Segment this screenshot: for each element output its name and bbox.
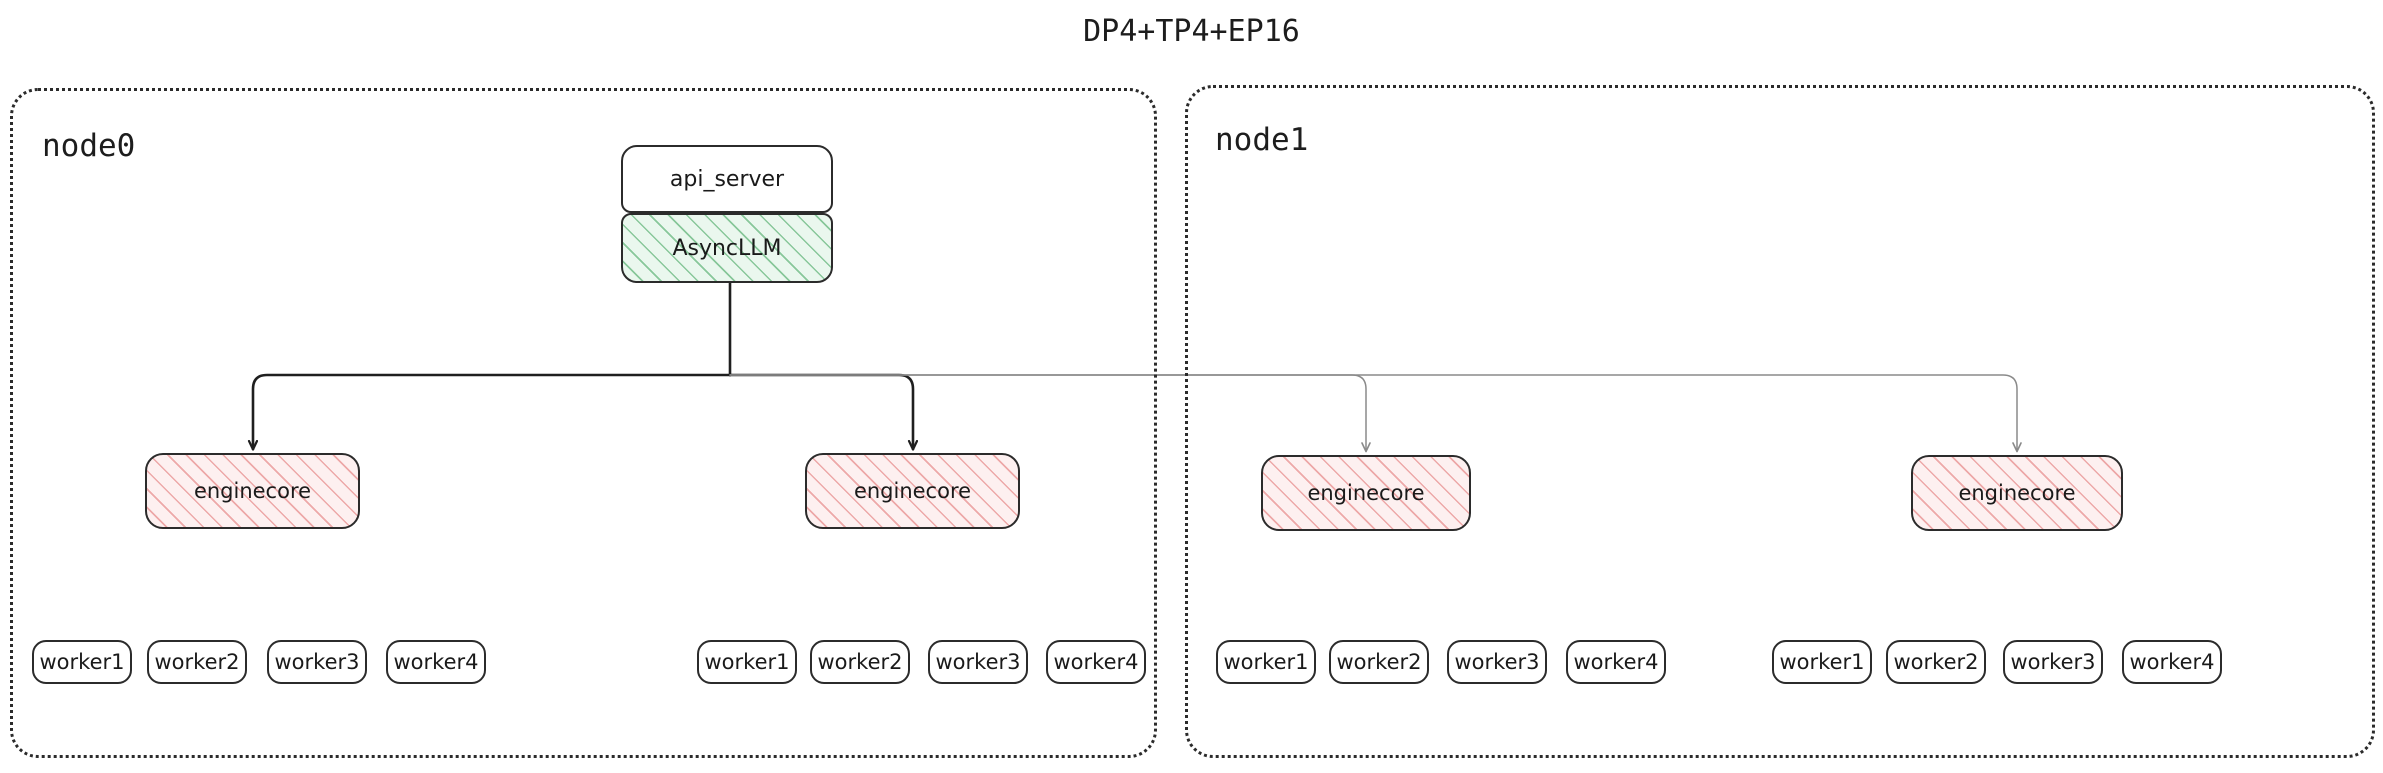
worker-box-node1-1-4[interactable]: worker4 xyxy=(2122,640,2222,684)
worker-box-node0-1-4[interactable]: worker4 xyxy=(1046,640,1146,684)
enginecore-box-node1-engine1[interactable]: enginecore xyxy=(1911,455,2123,531)
worker-box-node0-0-2[interactable]: worker2 xyxy=(147,640,247,684)
worker-box-node1-0-2[interactable]: worker2 xyxy=(1329,640,1429,684)
worker-box-node1-1-1[interactable]: worker1 xyxy=(1772,640,1872,684)
worker-box-node0-0-1[interactable]: worker1 xyxy=(32,640,132,684)
enginecore-box-node1-engine0[interactable]: enginecore xyxy=(1261,455,1471,531)
worker-box-node1-0-4[interactable]: worker4 xyxy=(1566,640,1666,684)
worker-box-node0-0-3[interactable]: worker3 xyxy=(267,640,367,684)
worker-box-node0-1-2[interactable]: worker2 xyxy=(810,640,910,684)
service-box-api_server[interactable]: api_server xyxy=(621,145,833,213)
node-container-node1 xyxy=(1185,85,2375,758)
page-title: DP4+TP4+EP16 xyxy=(1083,14,1300,49)
service-box-asyncllm[interactable]: AsyncLLM xyxy=(621,213,833,283)
worker-box-node0-0-4[interactable]: worker4 xyxy=(386,640,486,684)
worker-box-node1-1-3[interactable]: worker3 xyxy=(2003,640,2103,684)
enginecore-box-node0-engine0[interactable]: enginecore xyxy=(145,453,360,529)
worker-box-node1-1-2[interactable]: worker2 xyxy=(1886,640,1986,684)
worker-box-node1-0-3[interactable]: worker3 xyxy=(1447,640,1547,684)
enginecore-box-node0-engine1[interactable]: enginecore xyxy=(805,453,1020,529)
node-container-node0 xyxy=(10,88,1157,758)
node-label-node0: node0 xyxy=(42,128,136,164)
worker-box-node0-1-3[interactable]: worker3 xyxy=(928,640,1028,684)
worker-box-node1-0-1[interactable]: worker1 xyxy=(1216,640,1316,684)
worker-box-node0-1-1[interactable]: worker1 xyxy=(697,640,797,684)
node-label-node1: node1 xyxy=(1215,122,1309,158)
